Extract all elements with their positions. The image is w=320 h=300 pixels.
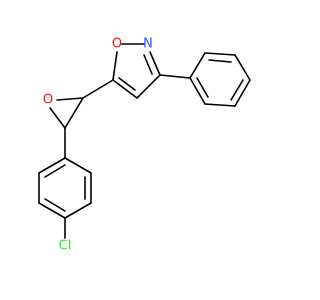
bond-epoxide-c1-c2 (64, 97, 84, 129)
bond-phenyl-2-3 (204, 52, 236, 56)
isoxazole-oxygen-label: O (112, 37, 122, 52)
bond-isoxazole-c4-c5-inner (118, 77, 136, 91)
bond-isoxazole-c4-c5 (112, 79, 138, 99)
bond-cp-6-1-inner (44, 164, 66, 178)
bonds (38, 43, 251, 239)
bond-phenyl-6-1-inner (196, 77, 209, 98)
bond-cp-1-2 (64, 157, 92, 174)
bond-phenyl-2-3-inner (208, 59, 232, 63)
bond-phenyl-5-6 (204, 103, 236, 107)
bond-c5-epoxide (82, 79, 114, 99)
chlorine-label: Cl (59, 239, 72, 254)
bond-cp-4-5-inner (44, 198, 66, 212)
molecule-structure: O N O Cl (38, 37, 251, 254)
epoxide-oxygen-label: O (43, 93, 53, 108)
bond-isoxazole-c5-o (112, 51, 118, 81)
bond-epoxide-o-c2 (49, 107, 66, 129)
atom-labels: O N O Cl (43, 37, 153, 254)
bond-phenyl-3-4 (234, 54, 251, 81)
bond-phenyl-4-5 (234, 79, 251, 107)
bond-isoxazole-n-c3 (149, 51, 161, 76)
bond-cp-3-4 (64, 202, 92, 219)
bond-cp-4-5 (38, 202, 66, 219)
bond-isoxazole-n-c3-inner (143, 54, 153, 75)
bond-epoxide-c1-o (56, 97, 84, 101)
bond-isoxazole-c3-c4 (136, 74, 161, 99)
isoxazole-nitrogen-label: N (143, 37, 153, 52)
bond-cp-6-1 (38, 157, 66, 174)
bond-phenyl-6-1 (189, 77, 206, 105)
bond-phenyl-4-5-inner (230, 79, 244, 101)
bond-c3-phenyl (159, 74, 191, 79)
bond-phenyl-1-2 (189, 52, 206, 79)
